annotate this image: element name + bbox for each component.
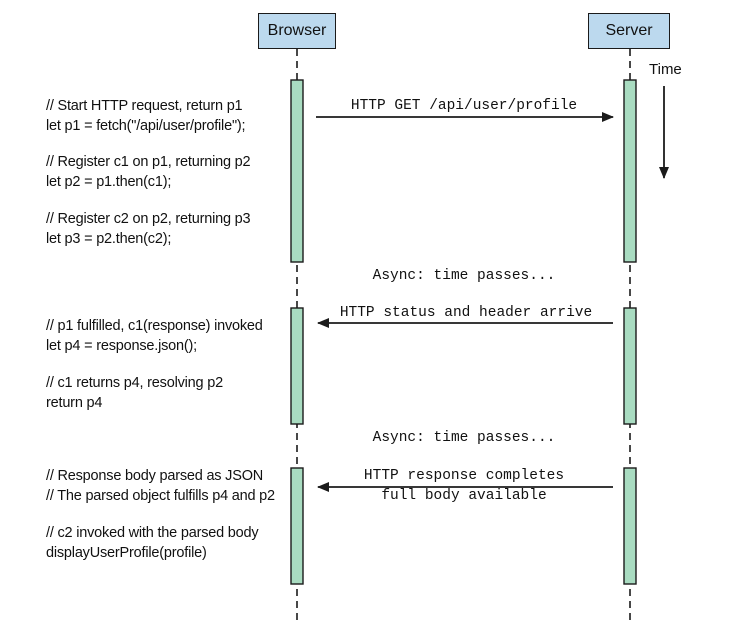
browser-activation-2 — [290, 307, 304, 425]
time-label: Time — [649, 61, 682, 78]
code-block-3-line-2: // The parsed object fulfills p4 and p2 — [46, 488, 275, 504]
complete-label-line2: full body available — [381, 488, 547, 504]
server-activation-1 — [623, 79, 637, 263]
code-block-2-line-4: return p4 — [46, 395, 103, 411]
code-block-1-line-2: let p1 = fetch("/api/user/profile"); — [46, 118, 246, 134]
status-label: HTTP status and header arrive — [339, 305, 593, 321]
code-block-1-line-6: let p3 = p2.then(c2); — [46, 231, 172, 247]
async-note-2: Async: time passes... — [372, 430, 556, 446]
server-activation-2 — [623, 307, 637, 425]
get-request-label: HTTP GET /api/user/profile — [350, 98, 578, 114]
code-block-3-line-3: // c2 invoked with the parsed body — [46, 525, 259, 541]
code-block-1-line-1: // Start HTTP request, return p1 — [46, 98, 243, 114]
code-block-1-line-5: // Register c2 on p2, returning p3 — [46, 211, 251, 227]
browser-actor: Browser — [258, 13, 336, 49]
async-note-1: Async: time passes... — [372, 268, 556, 284]
server-activation-3 — [623, 467, 637, 585]
code-block-2-line-2: let p4 = response.json(); — [46, 338, 197, 354]
browser-actor-label: Browser — [267, 22, 327, 39]
browser-activation-1 — [290, 79, 304, 263]
server-actor-label: Server — [605, 22, 653, 39]
code-block-2-line-1: // p1 fulfilled, c1(response) invoked — [46, 318, 263, 334]
complete-label-line1: HTTP response completes — [363, 468, 565, 484]
code-block-2-line-3: // c1 returns p4, resolving p2 — [46, 375, 223, 391]
code-block-1-line-3: // Register c1 on p1, returning p2 — [46, 154, 251, 170]
browser-activation-3 — [290, 467, 304, 585]
code-block-1-line-4: let p2 = p1.then(c1); — [46, 174, 172, 190]
code-block-3-line-1: // Response body parsed as JSON — [46, 468, 264, 484]
server-actor: Server — [588, 13, 670, 49]
code-block-3-line-4: displayUserProfile(profile) — [46, 545, 207, 561]
